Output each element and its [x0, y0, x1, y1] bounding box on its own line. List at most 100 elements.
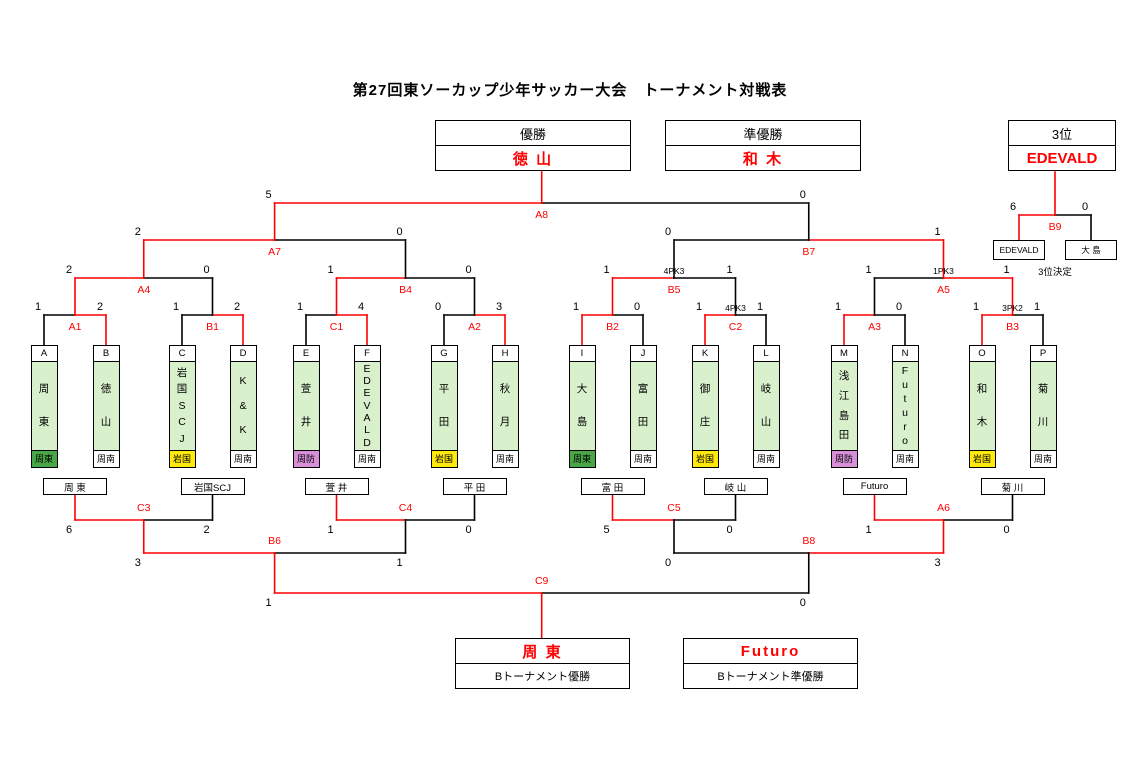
seed-label: E: [293, 346, 319, 362]
score-A6-right: 0: [1003, 524, 1010, 536]
score-C5-right: 0: [726, 524, 733, 536]
seed-label: P: [1030, 346, 1056, 362]
score-A8-right: 0: [799, 189, 806, 201]
runner-up-box: 準優勝 和 木: [665, 120, 861, 171]
seed-label: B: [93, 346, 119, 362]
score-B7-left: 0: [664, 226, 672, 238]
region-badge: 周防: [293, 451, 319, 467]
score-B1-right: 2: [233, 301, 241, 313]
score-A5-right: 1: [1003, 264, 1010, 276]
third-place-team: EDEVALD: [1008, 145, 1116, 171]
consolation-entrant: 周 東: [43, 478, 107, 495]
match-label-C1: C1: [329, 321, 344, 333]
score-B5-right: 1: [726, 264, 733, 276]
region-badge: 周南: [1030, 451, 1056, 467]
score-A6-left: 1: [865, 524, 872, 536]
seed-label: N: [892, 346, 918, 362]
match-label-C2: C2: [728, 321, 743, 333]
match-label-B9: B9: [1048, 221, 1062, 233]
team-name: 萱井: [293, 362, 319, 451]
match-label-A5: A5: [937, 284, 950, 296]
score-C2-right: 1: [756, 301, 764, 313]
region-badge: 周南: [492, 451, 518, 467]
match-label-C9: C9: [534, 575, 549, 587]
champion-box: 優勝 徳 山: [435, 120, 631, 171]
region-badge: 周東: [569, 451, 595, 467]
b-runner-up-team: Futuro: [683, 638, 858, 664]
pk-note-B3: 3PK2: [1002, 303, 1023, 313]
runner-up-team: 和 木: [665, 145, 861, 171]
consolation-entrant: 萱 井: [304, 478, 369, 495]
score-B2-left: 1: [572, 301, 580, 313]
match-label-B4: B4: [399, 284, 412, 296]
consolation-entrant: 平 田: [442, 478, 507, 495]
seed-label: H: [492, 346, 518, 362]
score-C1-left: 1: [296, 301, 304, 313]
score-A3-right: 0: [895, 301, 903, 313]
seed-label: A: [31, 346, 57, 362]
score-A4-left: 2: [65, 264, 73, 276]
region-badge: 岩国: [692, 451, 718, 467]
seed-label: F: [354, 346, 380, 362]
runner-up-label: 準優勝: [665, 120, 861, 146]
match-label-A6: A6: [937, 502, 950, 514]
seed-label: C: [169, 346, 195, 362]
score-B6-left: 3: [134, 557, 141, 569]
score-C3-left: 6: [65, 524, 73, 536]
consolation-entrant: 岩国SCJ: [180, 478, 245, 495]
b-champion-team: 周 東: [455, 638, 630, 664]
third-place-label: 3位: [1008, 120, 1116, 146]
consolation-entrant: Futuro: [842, 478, 907, 495]
score-B2-right: 0: [633, 301, 641, 313]
score-C9-right: 0: [799, 597, 806, 609]
region-badge: 周南: [630, 451, 656, 467]
match-label-B7: B7: [802, 246, 816, 258]
pk-note-B5: 4PK3: [663, 266, 685, 276]
score-B5-left: 1: [603, 264, 610, 276]
match-label-B3: B3: [1006, 321, 1019, 333]
score-C1-right: 4: [357, 301, 365, 313]
seed-label: L: [753, 346, 779, 362]
pk-note-A5: 1PK3: [933, 266, 954, 276]
score-C3-right: 2: [203, 524, 210, 536]
score-A7-left: 2: [134, 226, 141, 238]
score-B4-left: 1: [327, 264, 334, 276]
seed-label: K: [692, 346, 718, 362]
b-tournament-runner-up-box: Futuro Bトーナメント準優勝: [683, 638, 858, 689]
match-label-B1: B1: [206, 321, 219, 333]
champion-label: 優勝: [435, 120, 631, 146]
score-C2-left: 1: [695, 301, 703, 313]
seed-label: I: [569, 346, 595, 362]
consolation-entrant: 富 田: [580, 478, 645, 495]
seed-label: O: [969, 346, 995, 362]
seed-label: G: [431, 346, 457, 362]
match-label-A4: A4: [137, 284, 151, 296]
seed-label: D: [230, 346, 256, 362]
seed-label: M: [831, 346, 857, 362]
team-name: 大島: [569, 362, 595, 451]
third-playoff-right-team: 大 島: [1065, 240, 1117, 260]
region-badge: 周南: [354, 451, 380, 467]
b-tournament-champion-box: 周 東 Bトーナメント優勝: [455, 638, 630, 689]
match-label-C3: C3: [137, 502, 151, 514]
b-runner-up-label: Bトーナメント準優勝: [683, 663, 858, 689]
team-name: 平田: [431, 362, 457, 451]
score-C9-left: 1: [265, 597, 272, 609]
score-B6-right: 1: [396, 557, 403, 569]
score-A8-left: 5: [265, 189, 272, 201]
region-badge: 周南: [753, 451, 779, 467]
